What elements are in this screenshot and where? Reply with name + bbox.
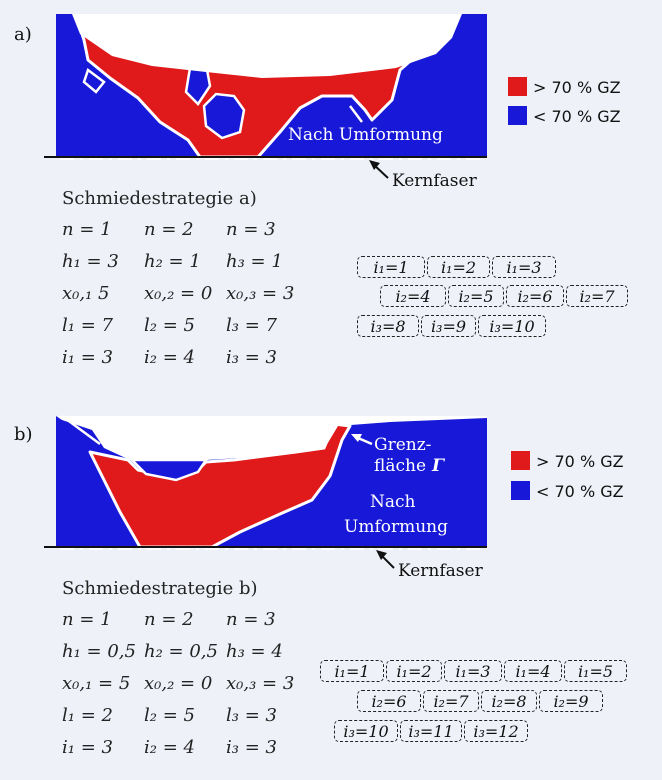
panel-b-legend-blue-label: < 70 % GZ [536, 482, 624, 501]
panel-b-interface-symbol: Γ [431, 456, 446, 476]
param: h₃ = 1 [226, 250, 283, 272]
pass-box: i₁=3 [444, 660, 502, 682]
panel-a-legend-red-label: > 70 % GZ [533, 78, 621, 97]
panel-a-after-forming: Nach Umformung [288, 125, 443, 145]
panel-a-legend-blue-label: < 70 % GZ [533, 107, 621, 126]
pass-box: i₁=2 [427, 256, 490, 278]
strategy-a: Schmiedestrategie a) n = 1 n = 2 n = 3 h… [62, 188, 308, 373]
pass-box: i₂=7 [423, 690, 479, 712]
param: i₁ = 3 [62, 346, 113, 368]
pass-box: i₃=8 [357, 315, 419, 337]
param: x₀,₁ = 5 [62, 672, 131, 694]
strategy-a-row: x₀,₁ 5 x₀,₂ = 0 x₀,₃ = 3 [62, 277, 308, 309]
pass-box: i₁=5 [564, 660, 627, 682]
param: l₁ = 7 [62, 314, 113, 336]
panel-a-legend-red-swatch [508, 77, 527, 96]
panel-b-cross-section [44, 414, 487, 550]
pass-box: i₂=6 [506, 285, 564, 307]
param: x₀,₃ = 3 [226, 672, 295, 694]
pass-box: i₃=11 [400, 720, 462, 742]
panel-a-legend-blue-swatch [508, 106, 527, 125]
pass-box: i₁=4 [504, 660, 562, 682]
param: l₂ = 5 [144, 704, 195, 726]
panel-b-legend-blue-swatch [511, 481, 530, 500]
panel-b-label: b) [14, 424, 33, 445]
strategy-b-row: h₁ = 0,5 h₂ = 0,5 h₃ = 4 [62, 635, 308, 667]
param: n = 2 [144, 218, 194, 240]
param: i₂ = 4 [144, 346, 195, 368]
strategy-b-row: n = 1 n = 2 n = 3 [62, 603, 308, 635]
param: x₀,₁ 5 [62, 282, 110, 304]
strategy-a-row: n = 1 n = 2 n = 3 [62, 213, 308, 245]
pass-box: i₃=10 [478, 315, 546, 337]
param: l₃ = 3 [226, 704, 277, 726]
param: i₃ = 3 [226, 736, 277, 758]
param: n = 2 [144, 608, 194, 630]
param: x₀,₂ = 0 [144, 282, 213, 304]
pass-box: i₃=9 [421, 315, 476, 337]
panel-b-interface-label-2: fläche [374, 456, 426, 476]
strategy-b-row: i₁ = 3 i₂ = 4 i₃ = 3 [62, 731, 308, 763]
pass-box: i₂=9 [539, 690, 603, 712]
pass-box: i₂=5 [448, 285, 504, 307]
pass-box: i₂=4 [380, 285, 446, 307]
pass-box: i₂=7 [566, 285, 628, 307]
pass-box: i₁=2 [386, 660, 442, 682]
panel-a-label: a) [14, 24, 32, 45]
strategy-a-row: i₁ = 3 i₂ = 4 i₃ = 3 [62, 341, 308, 373]
panel-a-cross-section [44, 14, 487, 160]
panel-b-interface-arrow [351, 434, 373, 446]
param: i₃ = 3 [226, 346, 277, 368]
panel-b-interface-label-1: Grenz- [374, 435, 431, 455]
param: l₂ = 5 [144, 314, 195, 336]
param: i₂ = 4 [144, 736, 195, 758]
pass-box: i₁=3 [492, 256, 556, 278]
param: h₁ = 0,5 [62, 640, 136, 662]
param: h₁ = 3 [62, 250, 119, 272]
panel-b-legend-red-swatch [511, 451, 530, 470]
param: n = 3 [226, 218, 276, 240]
param: n = 1 [62, 608, 112, 630]
param: h₂ = 0,5 [144, 640, 218, 662]
panel-b-after-forming-1: Nach [370, 492, 416, 512]
param: n = 3 [226, 608, 276, 630]
panel-a-core-fiber-arrow [369, 160, 389, 179]
panel-b-legend-red-label: > 70 % GZ [536, 452, 624, 471]
strategy-a-row: l₁ = 7 l₂ = 5 l₃ = 7 [62, 309, 308, 341]
param: n = 1 [62, 218, 112, 240]
panel-a-core-fiber-label: Kernfaser [392, 171, 478, 191]
param: h₃ = 4 [226, 640, 283, 662]
panel-b-core-fiber-arrow [376, 550, 395, 569]
strategy-a-title: Schmiedestrategie a) [62, 188, 257, 209]
param: h₂ = 1 [144, 250, 201, 272]
strategy-b-row: x₀,₁ = 5 x₀,₂ = 0 x₀,₃ = 3 [62, 667, 308, 699]
strategy-b-row: l₁ = 2 l₂ = 5 l₃ = 3 [62, 699, 308, 731]
param: i₁ = 3 [62, 736, 113, 758]
pass-box: i₂=6 [357, 690, 421, 712]
pass-box: i₃=10 [334, 720, 398, 742]
panel-b-after-forming-2: Umformung [344, 517, 448, 537]
strategy-b: Schmiedestrategie b) n = 1 n = 2 n = 3 h… [62, 578, 308, 763]
pass-box: i₃=12 [464, 720, 528, 742]
pass-box: i₁=1 [357, 256, 425, 278]
param: x₀,₂ = 0 [144, 672, 213, 694]
param: x₀,₃ = 3 [226, 282, 295, 304]
panel-b-core-fiber-label: Kernfaser [398, 561, 484, 581]
strategy-b-title: Schmiedestrategie b) [62, 578, 258, 599]
pass-box: i₂=8 [481, 690, 537, 712]
pass-box: i₁=1 [320, 660, 384, 682]
param: l₃ = 7 [226, 314, 277, 336]
param: l₁ = 2 [62, 704, 113, 726]
strategy-a-row: h₁ = 3 h₂ = 1 h₃ = 1 [62, 245, 308, 277]
